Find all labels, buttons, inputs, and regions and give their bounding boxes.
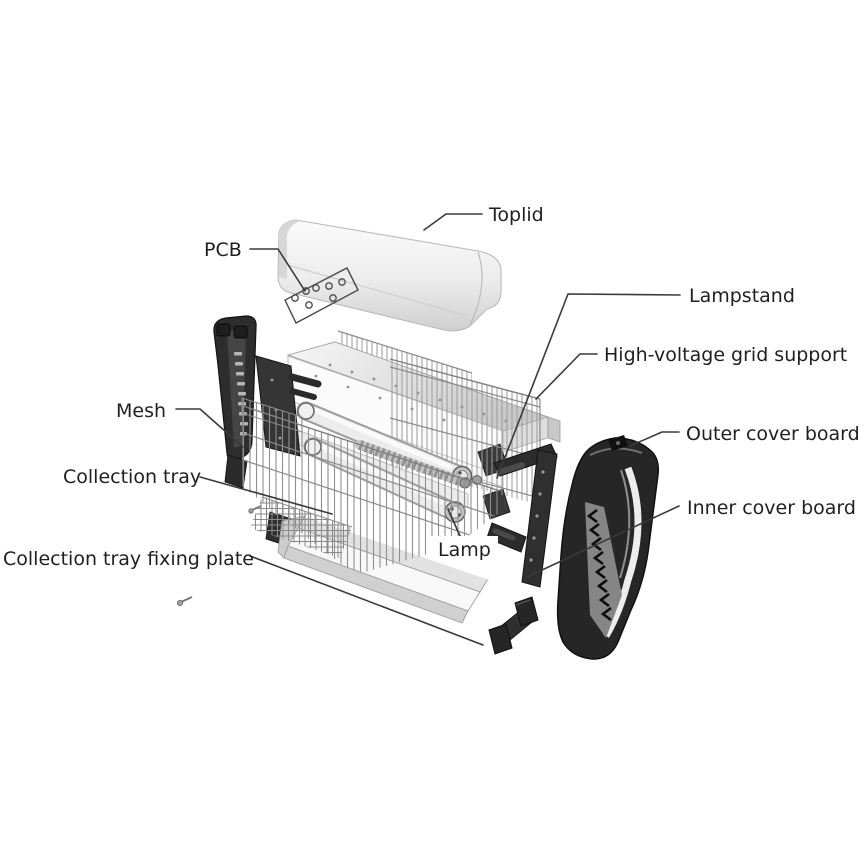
collection-tray-fixing-plate-part xyxy=(488,596,539,655)
label-mesh: Mesh xyxy=(116,400,166,422)
inner-cover-board-frame xyxy=(486,443,558,588)
collection-tray-front-lip xyxy=(283,545,469,624)
label-pcb: PCB xyxy=(204,239,242,261)
leader-lamp xyxy=(447,508,461,537)
labels: Toplid PCB Lampstand High-voltage grid s… xyxy=(3,204,860,570)
label-toplid: Toplid xyxy=(488,204,544,226)
label-collection-tray: Collection tray xyxy=(63,466,201,488)
leader-lampstand xyxy=(496,293,681,479)
leader-lines xyxy=(175,213,681,646)
lamp-label-backing xyxy=(430,536,498,560)
leader-collection-tray-fixing-plate xyxy=(249,555,484,646)
leader-toplid xyxy=(423,213,483,231)
leader-pcb xyxy=(249,248,306,292)
label-collection-tray-fixing-plate: Collection tray fixing plate xyxy=(3,548,254,570)
leader-outer-cover-board xyxy=(629,431,680,447)
label-high-voltage-grid-support: High-voltage grid support xyxy=(604,344,847,366)
label-lamp: Lamp xyxy=(438,539,491,561)
leader-mesh xyxy=(175,408,244,448)
outer-cover-board-part xyxy=(556,435,660,660)
pcb-outline xyxy=(284,267,359,324)
label-inner-cover-board: Inner cover board xyxy=(687,497,856,519)
leader-high-voltage-grid-support xyxy=(535,353,598,400)
leader-inner-cover-board xyxy=(526,505,680,578)
screws xyxy=(176,505,262,607)
pcb-holes xyxy=(291,278,346,309)
label-lampstand: Lampstand xyxy=(689,285,795,307)
outer-cover-vent-chevrons xyxy=(586,508,612,622)
leader-collection-tray xyxy=(199,476,333,515)
label-outer-cover-board: Outer cover board xyxy=(686,423,860,445)
